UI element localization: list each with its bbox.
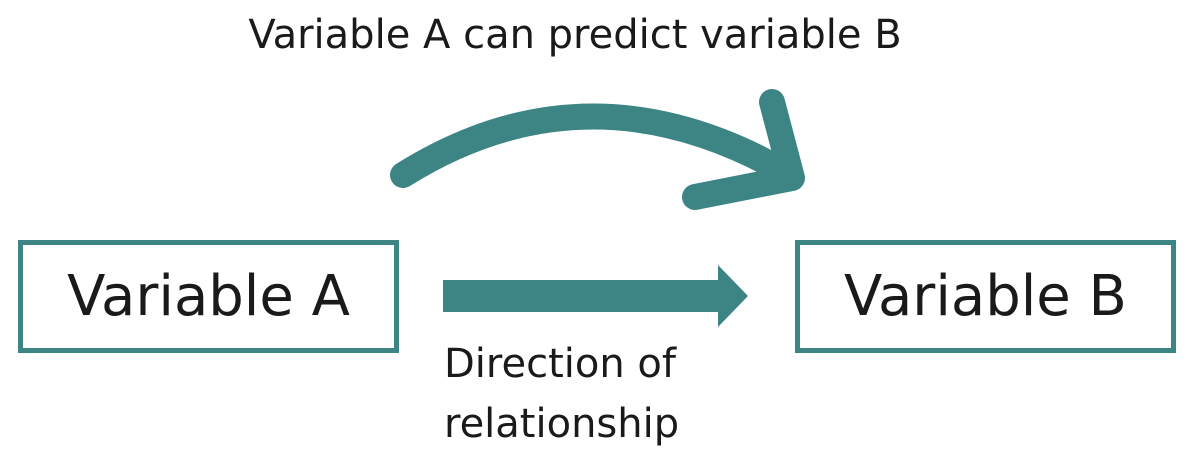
variable-b-box: Variable B (795, 240, 1176, 353)
curved-arrow-icon (390, 89, 805, 210)
direction-label-line1: Direction of (444, 341, 676, 387)
diagram-caption: Variable A can predict variable B (248, 12, 902, 58)
variable-a-box: Variable A (18, 240, 399, 353)
direction-label: Direction of relationship (444, 334, 764, 454)
direction-label-line2: relationship (444, 401, 680, 447)
right-arrow-icon (443, 265, 748, 327)
variable-a-label: Variable A (67, 264, 350, 329)
variable-b-label: Variable B (844, 264, 1127, 329)
